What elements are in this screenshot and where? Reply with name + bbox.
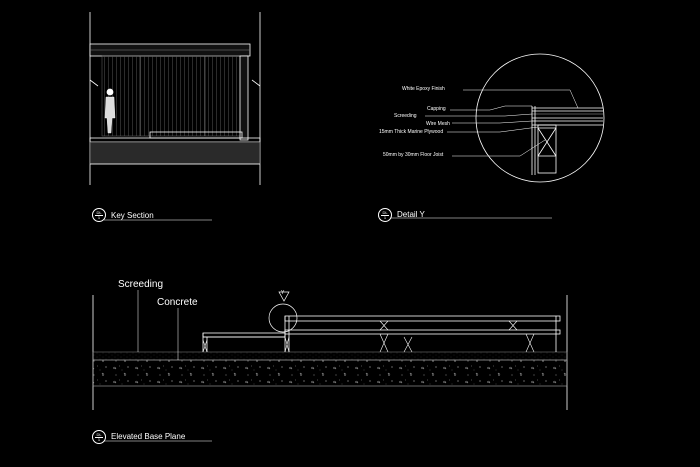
callout-marine-plywood: 15mm Thick Marine Plywood: [379, 129, 444, 135]
detail-marker-label: Y: [281, 290, 285, 296]
elevated-base-plane-drawing: [92, 290, 568, 410]
callout-floor-joist: 50mm by 30mm Floor Joist: [383, 152, 444, 158]
detail-y-drawing: [425, 53, 605, 183]
title-underlines: [104, 217, 552, 442]
key-section-drawing: [89, 12, 261, 185]
tag-number: 1: [97, 437, 101, 442]
label-concrete: Concrete: [157, 297, 198, 308]
tag-code: DL: [382, 210, 388, 215]
label-screeding: Screeding: [118, 279, 164, 290]
callout-white-epoxy-finish: White Epoxy Finish: [402, 86, 445, 92]
tag-code: DL: [96, 432, 102, 437]
key-section-title: Key Section: [111, 211, 154, 220]
elevated-base-plane-tag: DL 1: [92, 430, 106, 444]
detail-y-title: Detail Y: [397, 210, 425, 219]
key-section-tag: DL 1: [92, 208, 106, 222]
elevated-base-plane-title: Elevated Base Plane: [111, 432, 186, 441]
callout-wire-mesh: Wire Mesh: [426, 121, 450, 127]
tag-number: 1: [383, 215, 387, 220]
detail-y-tag: DL 1: [378, 208, 392, 222]
tag-number: 1: [97, 215, 101, 220]
callout-screeding: Screeding: [394, 113, 417, 119]
tag-code: DL: [96, 210, 102, 215]
callout-capping: Capping: [427, 106, 446, 112]
detail-marker-icon: [278, 291, 290, 302]
